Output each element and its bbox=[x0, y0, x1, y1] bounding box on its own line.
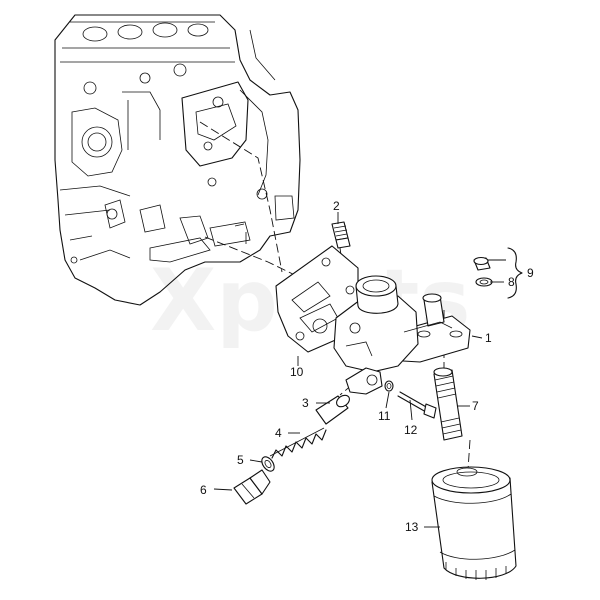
callout-11: 11 bbox=[378, 409, 391, 423]
threaded-stud-part-7 bbox=[433, 367, 463, 441]
oil-filter-housing-part-1 bbox=[333, 275, 471, 395]
leader-lines bbox=[213, 212, 506, 528]
callout-6: 6 bbox=[200, 483, 207, 497]
seal-ring-part-5 bbox=[261, 456, 275, 472]
callout-12: 12 bbox=[404, 423, 418, 437]
stud-part-2 bbox=[331, 221, 351, 249]
callout-9: 9 bbox=[527, 266, 534, 280]
plug-bolt-part-6 bbox=[233, 469, 271, 505]
callout-13: 13 bbox=[405, 520, 419, 534]
plug-part-9 bbox=[473, 256, 491, 271]
callouts: 1 2 3 4 5 6 7 8 9 10 11 12 13 bbox=[200, 199, 534, 534]
oil-filter-part-13 bbox=[431, 466, 517, 580]
seal-ring-part-8 bbox=[475, 277, 493, 287]
callout-8: 8 bbox=[508, 275, 515, 289]
callout-2: 2 bbox=[333, 199, 340, 213]
engine-block bbox=[54, 14, 301, 306]
bracket-part-9 bbox=[507, 247, 523, 299]
callout-1: 1 bbox=[485, 331, 492, 345]
callout-5: 5 bbox=[237, 453, 244, 467]
callout-4: 4 bbox=[275, 426, 282, 440]
callout-10: 10 bbox=[290, 365, 304, 379]
seal-part-11 bbox=[384, 380, 394, 392]
callout-3: 3 bbox=[302, 396, 309, 410]
callout-7: 7 bbox=[472, 399, 479, 413]
sleeve-part-3 bbox=[315, 394, 350, 425]
spring-part-4 bbox=[269, 427, 327, 459]
bolt-part-12 bbox=[397, 391, 437, 419]
